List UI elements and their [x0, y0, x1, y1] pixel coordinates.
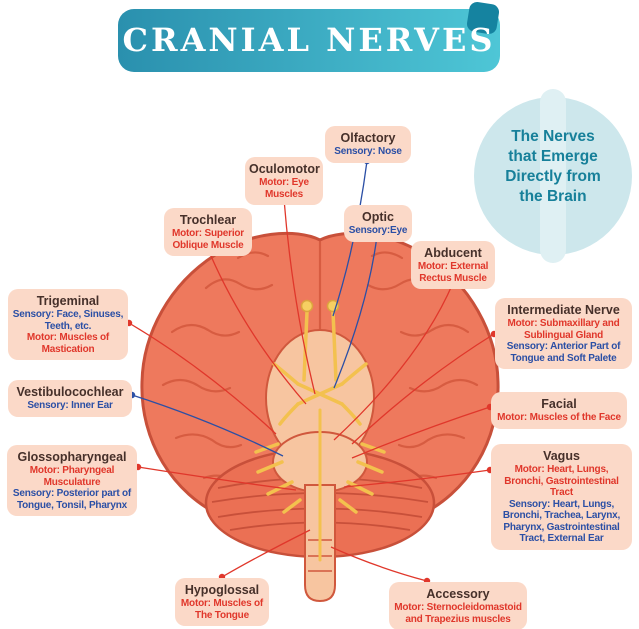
nerve-label-vestibulocochlear: Vestibulocochlear Sensory: Inner Ear — [8, 380, 132, 417]
nerve-title: Hypoglossal — [184, 583, 260, 597]
nerve-label-hypoglossal: Hypoglossal Motor: Muscles of The Tongue — [175, 578, 269, 626]
nerve-label-abducent: Abducent Motor: External Rectus Muscle — [411, 241, 495, 289]
nerve-label-oculomotor: Oculomotor Motor: Eye Muscles — [245, 157, 323, 205]
nerve-motor-desc: Motor: Muscles of Mastication — [26, 332, 110, 355]
nerve-sensory-desc: Sensory: Face, Sinuses, Teeth, etc. — [12, 309, 124, 332]
nerve-label-facial: Facial Motor: Muscles of the Face — [491, 392, 627, 429]
nerve-title: Olfactory — [340, 131, 396, 145]
nerve-title: Trigeminal — [36, 294, 100, 308]
nerve-title: Accessory — [426, 587, 490, 601]
nerve-sensory-desc: Sensory: Posterior part of Tongue, Tonsi… — [12, 488, 132, 511]
info-badge: The Nerves that Emerge Directly from the… — [474, 89, 632, 263]
nerve-motor-desc: Motor: Submaxillary and Sublingual Gland — [507, 318, 620, 341]
nerve-motor-desc: Motor: Muscles of The Tongue — [180, 598, 264, 621]
nerve-motor-desc: Motor: Sternocleidomastoid and Trapezius… — [394, 602, 522, 625]
nerve-title: Glossopharyngeal — [17, 450, 127, 464]
nerve-title: Facial — [541, 397, 577, 411]
nerve-label-intermediate: Intermediate Nerve Motor: Submaxillary a… — [495, 298, 632, 369]
nerve-title: Intermediate Nerve — [507, 303, 620, 317]
nerve-sensory-desc: Sensory: Nose — [334, 146, 402, 157]
nerve-sensory-desc: Sensory: Heart, Lungs, Bronchi, Trachea,… — [502, 498, 621, 545]
title-banner: CRANIAL NERVES — [118, 0, 501, 72]
badge-stripe-decoration — [540, 89, 566, 263]
nerve-title: Vestibulocochlear — [16, 385, 124, 399]
nerve-motor-desc: Motor: Eye Muscles — [259, 177, 309, 200]
nerve-title: Abducent — [424, 246, 482, 260]
nerve-title: Oculomotor — [249, 162, 320, 176]
nerve-motor-desc: Motor: Superior Oblique Muscle — [172, 228, 244, 251]
page-title: CRANIAL NERVES — [122, 21, 496, 59]
nerve-sensory-desc: Sensory: Inner Ear — [27, 400, 113, 411]
nerve-motor-desc: Motor: External Rectus Muscle — [417, 261, 489, 284]
nerve-label-olfactory: Olfactory Sensory: Nose — [325, 126, 411, 163]
nerve-label-vagus: Vagus Motor: Heart, Lungs, Bronchi, Gast… — [491, 444, 632, 550]
nerve-label-glossopharyngeal: Glossopharyngeal Motor: Pharyngeal Muscu… — [7, 445, 137, 516]
nerve-label-accessory: Accessory Motor: Sternocleidomastoid and… — [389, 582, 527, 629]
nerve-label-trochlear: Trochlear Motor: Superior Oblique Muscle — [164, 208, 252, 256]
nerve-title: Trochlear — [179, 213, 237, 227]
badge-text: The Nerves that Emerge Directly from the… — [505, 128, 601, 205]
nerve-title: Optic — [362, 210, 394, 224]
nerve-motor-desc: Motor: Heart, Lungs, Bronchi, Gastrointe… — [504, 464, 619, 498]
nerve-title: Vagus — [543, 449, 580, 463]
nerve-motor-desc: Motor: Pharyngeal Musculature — [29, 465, 115, 488]
nerve-label-trigeminal: Trigeminal Sensory: Face, Sinuses, Teeth… — [8, 289, 128, 360]
nerve-sensory-desc: Sensory:Eye — [348, 225, 408, 236]
nerve-motor-desc: Motor: Muscles of the Face — [497, 412, 621, 423]
nerve-sensory-desc: Sensory: Anterior Part of Tongue and Sof… — [506, 341, 621, 364]
nerve-label-optic: Optic Sensory:Eye — [344, 205, 412, 242]
